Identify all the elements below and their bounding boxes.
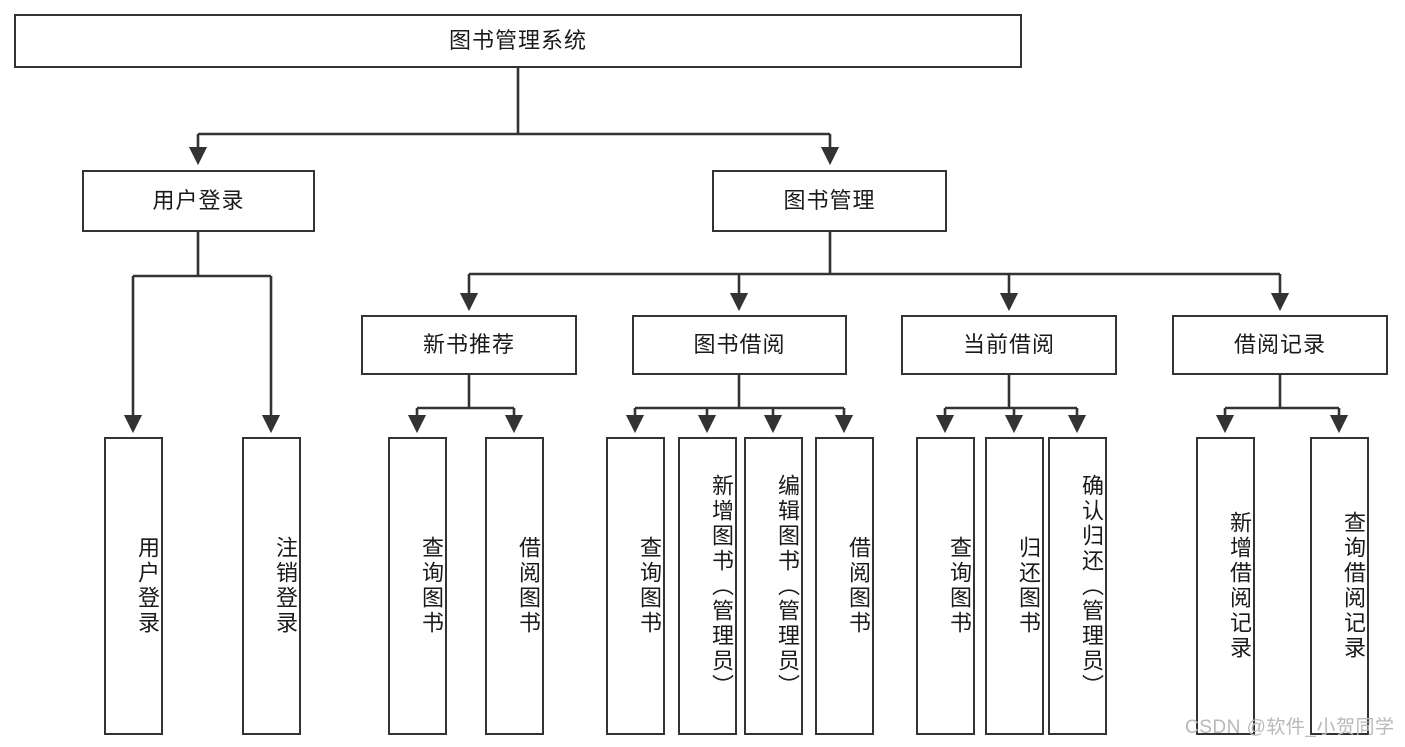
node-leaf-label: 归还图书 [1016,536,1041,636]
node-leaf-label: 新增图书（管理员） [709,473,734,699]
node-leaf-query-book-recommend[interactable]: 查询图书 [388,437,447,735]
node-leaf-add-book-admin[interactable]: 新增图书（管理员） [678,437,737,735]
node-user-login-label: 用户登录 [152,188,245,214]
node-new-book-recommend[interactable]: 新书推荐 [361,315,577,375]
node-leaf-query-borrow-record[interactable]: 查询借阅记录 [1310,437,1369,735]
node-leaf-add-borrow-record[interactable]: 新增借阅记录 [1196,437,1255,735]
node-current-borrow-label: 当前借阅 [962,332,1055,358]
node-leaf-label: 确认归还（管理员） [1079,473,1104,699]
node-user-login[interactable]: 用户登录 [82,170,315,232]
node-book-management[interactable]: 图书管理 [712,170,947,232]
node-book-borrow[interactable]: 图书借阅 [632,315,847,375]
node-leaf-label: 用户登录 [135,536,160,636]
watermark: CSDN @软件_小贺同学 [1185,717,1395,738]
node-leaf-borrow-book-recommend[interactable]: 借阅图书 [485,437,544,735]
node-leaf-label: 查询图书 [419,536,444,636]
node-leaf-label: 新增借阅记录 [1227,511,1252,661]
node-leaf-label: 查询图书 [637,536,662,636]
node-leaf-query-book-current[interactable]: 查询图书 [916,437,975,735]
node-book-borrow-label: 图书借阅 [693,332,786,358]
node-leaf-borrow-book[interactable]: 借阅图书 [815,437,874,735]
node-leaf-logout[interactable]: 注销登录 [242,437,301,735]
node-leaf-query-book-borrow[interactable]: 查询图书 [606,437,665,735]
node-leaf-label: 借阅图书 [846,536,871,636]
node-leaf-label: 编辑图书（管理员） [775,473,800,699]
node-root-label: 图书管理系统 [448,28,587,54]
node-leaf-label: 注销登录 [273,536,298,636]
node-leaf-label: 查询借阅记录 [1341,511,1366,661]
node-leaf-confirm-return-admin[interactable]: 确认归还（管理员） [1048,437,1107,735]
node-new-book-recommend-label: 新书推荐 [422,332,515,358]
node-borrow-record-label: 借阅记录 [1233,332,1326,358]
node-borrow-record[interactable]: 借阅记录 [1172,315,1388,375]
node-leaf-return-book[interactable]: 归还图书 [985,437,1044,735]
node-leaf-label: 查询图书 [947,536,972,636]
node-leaf-user-login[interactable]: 用户登录 [104,437,163,735]
node-leaf-edit-book-admin[interactable]: 编辑图书（管理员） [744,437,803,735]
node-book-management-label: 图书管理 [783,188,876,214]
node-root[interactable]: 图书管理系统 [14,14,1022,68]
node-current-borrow[interactable]: 当前借阅 [901,315,1117,375]
node-leaf-label: 借阅图书 [516,536,541,636]
